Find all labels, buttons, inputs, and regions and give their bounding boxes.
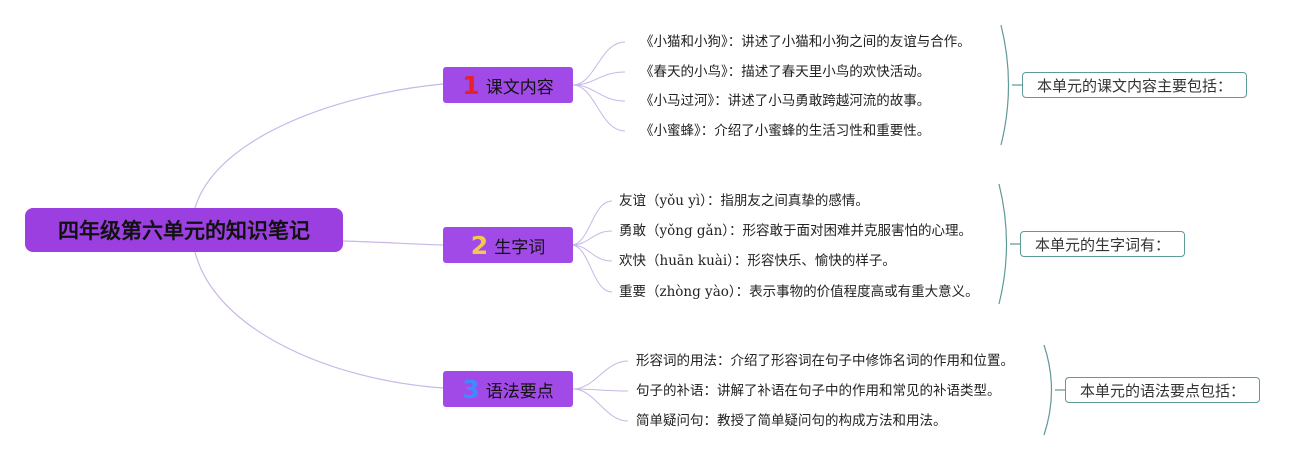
branch-number-3: 3 <box>462 374 480 404</box>
branch-node-2[interactable]: 2 生字词 <box>443 227 573 263</box>
root-title: 四年级第六单元的知识笔记 <box>58 219 310 243</box>
leaf-2-1[interactable]: 友谊（yǒu yì）：指朋友之间真挚的感情。 <box>619 193 869 209</box>
link-root-branch-1 <box>194 83 444 209</box>
branch-node-3[interactable]: 3 语法要点 <box>443 371 573 407</box>
root-node[interactable]: 四年级第六单元的知识笔记 <box>25 208 343 252</box>
leaf-2-4[interactable]: 重要（zhòng yào）：表示事物的价值程度高或有重大意义。 <box>619 284 979 300</box>
bracket-1 <box>1000 24 1010 146</box>
leaf-3-3[interactable]: 简单疑问句：教授了简单疑问句的构成方法和用法。 <box>636 413 947 429</box>
link-root-branch-3 <box>194 251 444 389</box>
branch-label-3: 语法要点 <box>485 381 554 402</box>
branch-number-1: 1 <box>462 70 480 100</box>
bracket-3 <box>1043 344 1053 436</box>
branch-label-2: 生字词 <box>494 237 546 258</box>
summary-3[interactable]: 本单元的语法要点包括： <box>1065 377 1261 403</box>
branch-node-1[interactable]: 1 课文内容 <box>443 67 573 103</box>
leaf-2-3[interactable]: 欢快（huān kuài）：形容快乐、愉快的样子。 <box>619 253 896 269</box>
leaf-2-2[interactable]: 勇敢（yǒng gǎn）：形容敢于面对困难并克服害怕的心理。 <box>619 223 973 239</box>
link-root-branch-2 <box>342 240 444 246</box>
leaf-1-2[interactable]: 《春天的小鸟》：描述了春天里小鸟的欢快活动。 <box>640 64 931 80</box>
branch-number-2: 2 <box>470 230 489 260</box>
leaf-1-1[interactable]: 《小猫和小狗》：讲述了小猫和小狗之间的友谊与合作。 <box>640 34 971 50</box>
summary-1[interactable]: 本单元的课文内容主要包括： <box>1022 72 1248 98</box>
leaf-3-2[interactable]: 句子的补语：讲解了补语在句子中的作用和常见的补语类型。 <box>636 383 1001 399</box>
summary-2[interactable]: 本单元的生字词有： <box>1020 231 1186 257</box>
leaf-1-3[interactable]: 《小马过河》：讲述了小马勇敢跨越河流的故事。 <box>640 93 931 109</box>
bracket-2 <box>998 183 1008 305</box>
leaf-3-1[interactable]: 形容词的用法：介绍了形容词在句子中修饰名词的作用和位置。 <box>636 353 1014 369</box>
leaf-1-4[interactable]: 《小蜜蜂》：介绍了小蜜蜂的生活习性和重要性。 <box>640 123 931 139</box>
branch-label-1: 课文内容 <box>485 77 554 98</box>
